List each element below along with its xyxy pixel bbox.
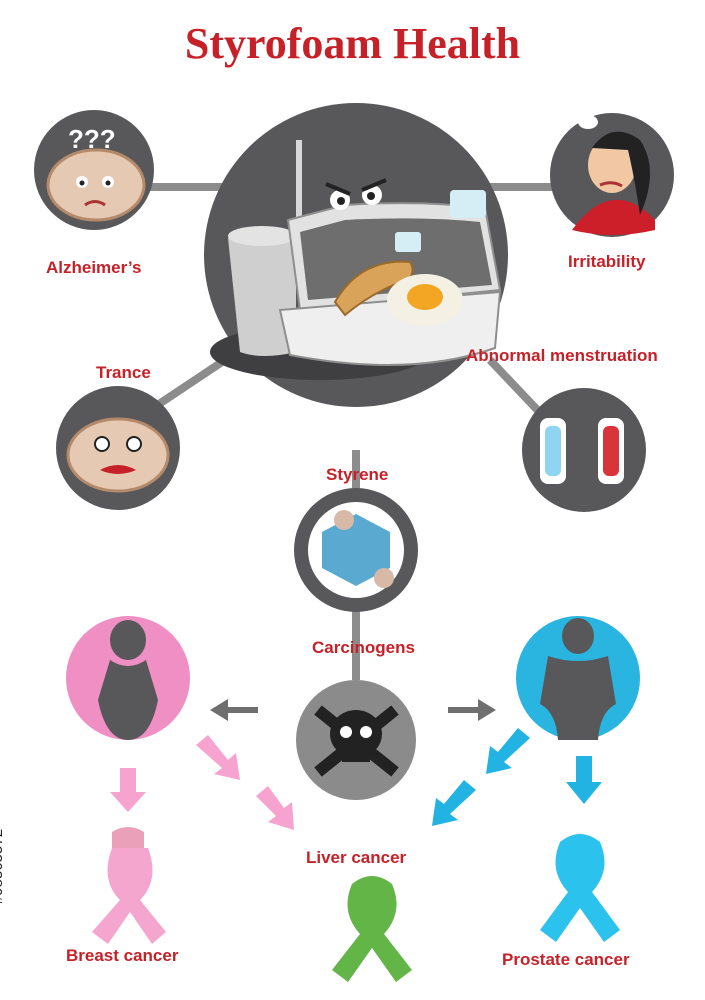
skull-crossbones-icon — [296, 680, 416, 800]
blue-ribbon-icon — [540, 834, 620, 942]
label-irritability: Irritability — [568, 252, 646, 271]
blue-arrows — [432, 728, 602, 826]
brain-confused-icon: ??? — [34, 110, 154, 230]
irritated-woman-icon — [550, 113, 674, 237]
female-silhouette-icon — [66, 616, 190, 740]
page-title: Styrofoam Health — [184, 19, 521, 68]
green-ribbon-icon — [332, 876, 412, 982]
sanitary-pad-icon — [522, 388, 646, 512]
svg-text:???: ??? — [68, 124, 116, 154]
styrene-molecule-icon — [294, 488, 418, 612]
brain-dizzy-icon — [56, 386, 180, 510]
gray-arrows — [210, 699, 496, 721]
label-alzheimers: Alzheimer’s — [46, 258, 142, 277]
label-prostate-cancer: Prostate cancer — [502, 950, 630, 969]
male-silhouette-icon — [516, 616, 640, 740]
label-carcinogens: Carcinogens — [312, 638, 415, 657]
label-trance: Trance — [96, 363, 151, 382]
pink-arrows — [110, 735, 294, 830]
styrofoam-food-container-icon — [204, 103, 508, 407]
label-liver-cancer: Liver cancer — [306, 848, 407, 867]
stock-id-label: #98365572 — [0, 828, 7, 905]
label-abnormal-menstruation: Abnormal menstruation — [466, 346, 658, 365]
connector-lines — [147, 183, 560, 680]
label-breast-cancer: Breast cancer — [66, 946, 179, 965]
pink-ribbon-icon — [92, 827, 166, 944]
label-styrene: Styrene — [326, 465, 389, 484]
